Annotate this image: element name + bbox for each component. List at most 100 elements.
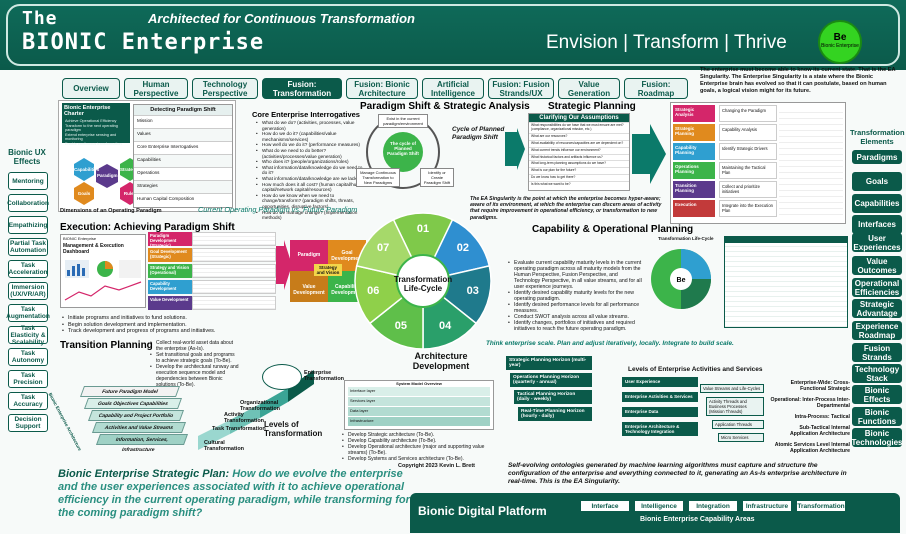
right-item-13[interactable]: Bionic Technologies xyxy=(851,428,903,447)
tab-human-perspective[interactable]: Human Perspective xyxy=(124,78,188,99)
left-item-5[interactable]: Immersion (UX/VR/AR) xyxy=(8,282,48,300)
cap-areas-caption: Bionic Enterprise Capability Areas xyxy=(640,516,755,523)
plan-question: How do we evolve the enterprise and the … xyxy=(58,468,410,519)
wheel-hub xyxy=(396,254,450,308)
right-item-5[interactable]: Value Outcomes xyxy=(852,256,902,275)
planning-horizons: Strategic Planning Horizon (multi-year)O… xyxy=(506,356,602,424)
left-item-6[interactable]: Task Augmentation xyxy=(6,304,50,322)
hex-capabilities: Capabilities xyxy=(74,167,100,172)
copyright: Copyright 2023 Kevin L. Brett xyxy=(398,463,476,469)
right-item-9[interactable]: Fusion Strands xyxy=(852,343,902,362)
right-item-3[interactable]: Interfaces xyxy=(852,215,902,234)
right-item-8[interactable]: Experience Roadmap xyxy=(852,321,902,340)
cap-infrastructure[interactable]: Infrastructure xyxy=(742,500,792,512)
transition-level: Activity Transformation xyxy=(224,412,265,424)
arch-list-item: Develop Capability architecture (To-Be). xyxy=(342,438,502,444)
left-item-1[interactable]: Collaboration xyxy=(7,194,49,212)
charter-line: Achieve Operational Efficiency xyxy=(65,119,117,123)
exec-list-item: Begin solution development and implement… xyxy=(62,322,232,329)
arch-title: Architecture Development xyxy=(412,351,470,371)
right-item-4[interactable]: User Experiences xyxy=(852,233,902,252)
envision-transform-thrive: Envision | Transform | Thrive xyxy=(546,32,787,53)
dashboard-brand: BIONIC Enterprise xyxy=(63,236,97,241)
detect-row: Strategies xyxy=(134,180,232,193)
assumption-row: What is our plan for the future? xyxy=(529,167,629,174)
execution-title: Execution: Achieving Paradigm Shift xyxy=(60,222,235,233)
ea-left-item: Enterprise Architecture & Technology Int… xyxy=(622,422,698,436)
left-item-0[interactable]: Mentoring xyxy=(8,172,48,190)
right-item-0[interactable]: Paradigms xyxy=(852,150,902,164)
shift-title: Paradigm Shift & Strategic Analysis xyxy=(360,101,530,112)
right-item-2[interactable]: Capabilities xyxy=(852,194,902,213)
cap-list-item: Conduct SWOT analysis across all value s… xyxy=(508,314,642,320)
strategic-title: Strategic Planning xyxy=(548,101,636,112)
right-item-10[interactable]: Technology Stack xyxy=(852,364,902,383)
right-item-7[interactable]: Strategic Advantage xyxy=(852,299,902,318)
exec-arrow-icon xyxy=(276,240,292,290)
tab-artificial-intelligence[interactable]: Artificial Intelligence xyxy=(422,78,484,99)
horizon-row: Tactical Planning Horizon (daily - weekl… xyxy=(514,390,592,404)
hex-strategies: Strategies xyxy=(120,167,142,172)
transition-level: Organizational Transformation xyxy=(240,400,281,412)
left-item-7[interactable]: Task Elasticity & Scalability xyxy=(8,325,48,346)
right-item-12[interactable]: Bionic Functions xyxy=(852,407,902,426)
detect-row: Capabilities xyxy=(134,154,232,167)
assumption-row: What long-term planning assumptions do w… xyxy=(529,160,629,167)
tab-value-generation[interactable]: Value Generation xyxy=(558,78,620,99)
cycle-node-1: Exist in the current paradigm/environmen… xyxy=(378,114,428,128)
tab-fusion-bionic-architecture[interactable]: Fusion: Bionic Architecture xyxy=(346,78,418,99)
ea-level-label: Atomic Services Level Internal Applicati… xyxy=(774,442,850,454)
left-item-10[interactable]: Task Accuracy xyxy=(8,392,48,410)
tab-overview[interactable]: Overview xyxy=(62,78,120,99)
exec-step-row: Value Development xyxy=(148,296,276,310)
right-item-1[interactable]: Goals xyxy=(852,172,902,191)
cycle-center: The cycle of Planned Paradigm Shift xyxy=(387,141,419,156)
right-item-11[interactable]: Bionic Effects xyxy=(852,385,902,404)
left-item-11[interactable]: Decision Support xyxy=(8,414,48,432)
assumptions-title: Clarifying Our Assumptions xyxy=(529,114,629,122)
cap-lifecycle: Transformation Life-Cycle Be xyxy=(640,236,722,316)
cap-intelligence[interactable]: Intelligence xyxy=(634,500,684,512)
right-item-6[interactable]: Operational Efficiencies xyxy=(852,278,902,297)
left-item-3[interactable]: Partial Task Automation xyxy=(8,238,48,256)
cap-matrix-header xyxy=(725,237,847,243)
assumption-row: What responsibilities do we have that we… xyxy=(529,122,629,133)
stage-box: Operations Planning xyxy=(673,162,715,179)
logo-mark: Be xyxy=(833,32,847,43)
quad-strategy: Strategy and Vision xyxy=(314,264,342,276)
wheel-number: 02 xyxy=(456,242,469,255)
assumption-row: What are our resources? xyxy=(529,132,629,140)
arrow-right-icon xyxy=(505,128,525,170)
cap-list-item: Identify desired capability maturity lev… xyxy=(508,290,642,302)
transition-list-item: Set transitional goals and programs to a… xyxy=(150,352,240,364)
exec-step-detail xyxy=(192,280,276,294)
dashboard-chart-icon xyxy=(64,260,142,301)
op-paradigm-caption: Dimensions of an Operating Paradigm xyxy=(60,208,162,214)
stage-note: Collect and prioritize initiatives xyxy=(719,181,777,198)
tab-fusion-strands-ux[interactable]: Fusion: Fusion Strands/UX xyxy=(488,78,554,99)
capability-title: Capability & Operational Planning xyxy=(532,224,694,235)
left-item-8[interactable]: Task Autonomy xyxy=(8,348,48,366)
wheel-number: 04 xyxy=(439,319,452,332)
transition-layer: Capability and Project Portfolio xyxy=(87,410,185,421)
ea-mid-item: Micro Services xyxy=(718,433,764,442)
left-item-2[interactable]: Empathizing xyxy=(8,216,48,234)
exec-step-detail xyxy=(192,232,276,246)
transition-level: Enterprise Transformation xyxy=(304,370,345,382)
wheel-number: 06 xyxy=(367,285,380,298)
interrogatives-list: What do we do? (activities, processes, v… xyxy=(256,120,366,221)
wheel-center-label: Transformation Life-Cycle xyxy=(393,275,453,293)
tab-fusion-roadmap[interactable]: Fusion: Roadmap xyxy=(624,78,688,99)
interrogative-item: What information/data/knowledge are we l… xyxy=(256,176,366,182)
left-item-4[interactable]: Task Acceleration xyxy=(8,260,48,278)
exec-step-row: Paradigm Development (Strategic) xyxy=(148,232,276,248)
charter-line: Transform to the next operating paradigm xyxy=(65,123,118,133)
cap-transformation[interactable]: Transformation xyxy=(796,500,846,512)
tab-technology-perspective[interactable]: Technology Perspective xyxy=(192,78,258,99)
tab-fusion-transformation[interactable]: Fusion: Transformation xyxy=(262,78,342,99)
transition-level: Cultural Transformation xyxy=(204,440,245,452)
cap-integration[interactable]: Integration xyxy=(688,500,738,512)
left-item-9[interactable]: Task Precision xyxy=(8,370,48,388)
cap-interface[interactable]: Interface xyxy=(580,500,630,512)
